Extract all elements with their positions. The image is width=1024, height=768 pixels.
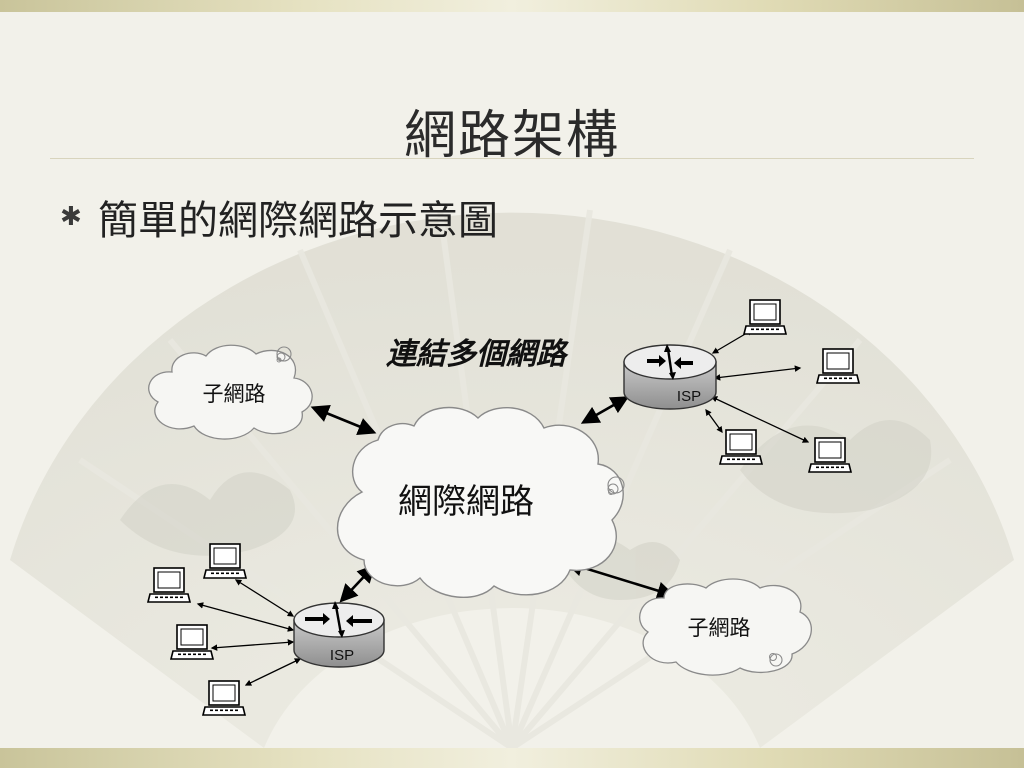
isp-router-bottom xyxy=(293,601,385,668)
computer-icon xyxy=(203,543,247,579)
isp-router-top xyxy=(623,344,717,410)
isp-label-bottom: ISP xyxy=(330,647,354,664)
internet-cloud xyxy=(337,406,625,598)
subnet-label-bottom-right: 子網路 xyxy=(688,616,751,640)
link-isp-top-to-internet xyxy=(580,396,630,424)
subnet-cloud-bottom-right xyxy=(639,578,812,676)
link-subnet-to-internet xyxy=(310,405,377,435)
top-decor-band xyxy=(0,0,1024,12)
isp-label-top: ISP xyxy=(677,388,701,405)
computer-icon xyxy=(816,348,860,384)
bullet-text: 簡單的網際網路示意圖 xyxy=(98,198,498,244)
computer-icon xyxy=(743,299,787,335)
link-isp-top-pc2 xyxy=(713,365,802,381)
computer-icon xyxy=(719,429,763,465)
link-isp-top-pc4 xyxy=(710,396,810,443)
link-isp-top-pc3 xyxy=(705,408,723,434)
diagram-caption: 連結多個網路 xyxy=(386,337,569,372)
link-isp-bottom-pc2 xyxy=(196,602,295,632)
bullet-item: ✱ 簡單的網際網路示意圖 xyxy=(60,192,498,244)
link-isp-bottom-pc4 xyxy=(244,658,302,686)
link-isp-bottom-pc1 xyxy=(234,579,295,617)
slide-title: 網路架構 xyxy=(403,105,620,166)
internet-cloud-label: 網際網路 xyxy=(398,482,534,522)
asterisk-icon: ✱ xyxy=(60,202,82,232)
bottom-decor-band xyxy=(0,748,1024,768)
title-divider xyxy=(50,158,974,159)
computer-icon xyxy=(808,437,852,473)
subnet-cloud-top-left xyxy=(148,344,313,440)
subnet-label-top-left: 子網路 xyxy=(203,382,266,406)
link-isp-bottom-pc3 xyxy=(210,639,295,651)
computer-icon xyxy=(202,680,246,716)
computer-icon xyxy=(147,567,191,603)
computer-icon xyxy=(170,624,214,660)
